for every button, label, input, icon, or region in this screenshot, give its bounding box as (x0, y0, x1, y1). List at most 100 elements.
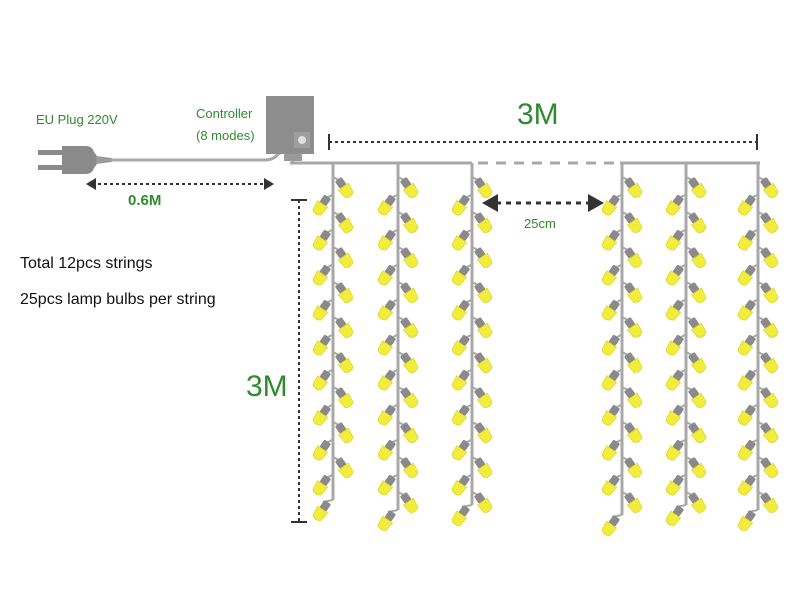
bulb-icon (451, 439, 470, 461)
bulb-icon (737, 194, 756, 216)
bulb-icon (760, 457, 779, 478)
bulb-icon (451, 194, 470, 216)
bulb-icon (760, 317, 779, 338)
bulb-icon (400, 352, 419, 373)
bulb-icon (665, 299, 684, 321)
bulb-icon (312, 369, 331, 391)
bulb-icon (665, 369, 684, 391)
cable-length-label: 0.6M (128, 192, 162, 209)
bulb-icon (624, 422, 643, 443)
bulb-icon (624, 387, 643, 408)
bulb-icon (601, 299, 620, 321)
plug-label: EU Plug 220V (36, 112, 118, 127)
controller-label: Controller (8 modes) (196, 103, 255, 147)
light-string (665, 163, 707, 526)
bulb-icon (624, 492, 643, 513)
bulb-icon (737, 474, 756, 496)
bulb-icon (688, 317, 707, 338)
bulb-icon (601, 229, 620, 251)
bulb-icon (335, 177, 354, 198)
bulb-icon (737, 264, 756, 286)
bulb-icon (760, 492, 779, 513)
bulb-icon (688, 422, 707, 443)
bulb-icon (312, 194, 331, 216)
bulb-icon (377, 369, 396, 391)
bulb-icon (601, 264, 620, 286)
bulb-icon (737, 299, 756, 321)
bulb-icon (451, 299, 470, 321)
bulb-icon (760, 387, 779, 408)
spacing-label: 25cm (524, 216, 556, 231)
bulb-icon (601, 404, 620, 426)
bulb-icon (665, 439, 684, 461)
height-dimension (291, 199, 307, 523)
bulb-icon (400, 317, 419, 338)
bulb-icon (312, 334, 331, 356)
bulb-icon (760, 352, 779, 373)
controller-label-line1: Controller (196, 106, 253, 121)
bulb-icon (400, 492, 419, 513)
bulb-icon (624, 177, 643, 198)
bulb-icon (400, 457, 419, 478)
bulb-icon (451, 404, 470, 426)
bulb-icon (474, 177, 493, 198)
bulb-icon (737, 369, 756, 391)
bulb-icon (688, 212, 707, 233)
bulb-icon (737, 439, 756, 461)
bulb-icon (601, 439, 620, 461)
bulb-icon (624, 282, 643, 303)
bulb-icon (737, 510, 756, 531)
bulb-icon (377, 194, 396, 216)
width-dimension (328, 134, 758, 150)
bulb-icon (688, 352, 707, 373)
bulb-icon (377, 474, 396, 496)
bulb-icon (335, 457, 354, 478)
bulb-icon (474, 212, 493, 233)
bulb-icon (377, 264, 396, 286)
bulb-icon (474, 352, 493, 373)
bulb-icon (312, 500, 331, 521)
bulb-icon (377, 299, 396, 321)
bulb-icon (665, 505, 684, 526)
bulb-icon (335, 317, 354, 338)
bulb-icon (451, 369, 470, 391)
controller-box-icon (266, 96, 314, 161)
bulb-icon (688, 282, 707, 303)
width-label: 3M (517, 98, 559, 131)
bulb-icon (335, 247, 354, 268)
bulb-icon (400, 212, 419, 233)
bulb-icon (377, 229, 396, 251)
bulb-icon (312, 439, 331, 461)
bulb-icon (377, 439, 396, 461)
bulb-icon (377, 334, 396, 356)
bulb-icon (688, 457, 707, 478)
bulb-icon (601, 369, 620, 391)
bulb-icon (312, 229, 331, 251)
bulb-icon (665, 229, 684, 251)
light-string (377, 163, 419, 531)
bulb-icon (624, 212, 643, 233)
light-string (737, 163, 779, 531)
light-string (312, 163, 354, 521)
bulb-icon (400, 247, 419, 268)
bulb-icon (335, 387, 354, 408)
spacing-dimension (482, 194, 604, 212)
bulb-icon (474, 247, 493, 268)
bulb-icon (312, 474, 331, 496)
bulb-icon (601, 474, 620, 496)
bulb-icon (601, 334, 620, 356)
bulb-icon (451, 505, 470, 526)
bulb-icon (665, 264, 684, 286)
bulb-icon (335, 422, 354, 443)
light-strings (312, 163, 779, 536)
bulb-icon (760, 247, 779, 268)
bulb-icon (400, 282, 419, 303)
bulb-icon (451, 474, 470, 496)
bulb-icon (665, 474, 684, 496)
bulb-icon (601, 194, 620, 216)
bulb-icon (335, 282, 354, 303)
bulb-icon (474, 282, 493, 303)
total-strings-text: Total 12pcs strings (20, 255, 153, 272)
bulb-icon (335, 352, 354, 373)
